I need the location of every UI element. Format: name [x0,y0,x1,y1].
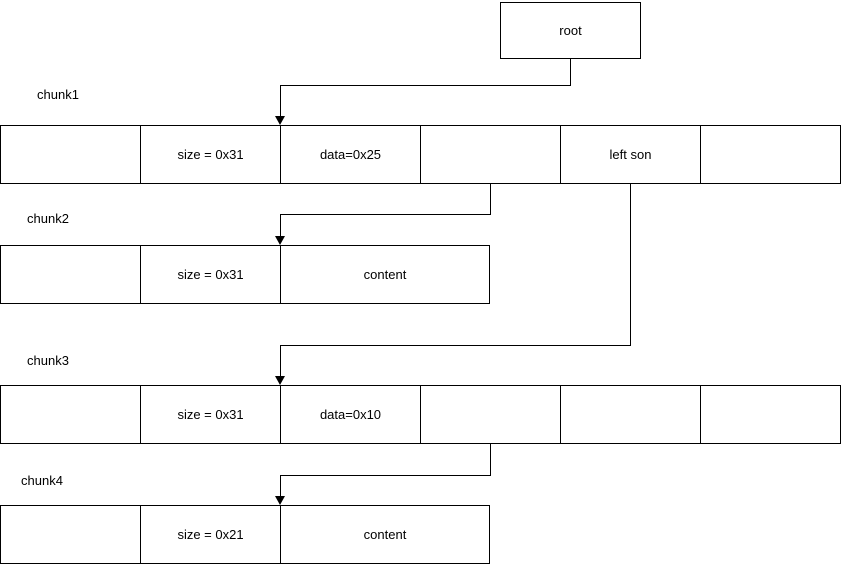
root-node-label: root [559,23,582,38]
chunk2-size-cell: size = 0x31 [141,246,281,303]
chunk4-content-cell: content [363,527,407,542]
chunk3-label: chunk3 [27,353,69,368]
chunk2-cell-0 [1,246,141,303]
root-to-chunk1-arrowhead [275,116,285,125]
leftson-to-chunk3-connector-tail [280,345,281,376]
chunk4-label: chunk4 [21,473,63,488]
chunk1-row: size = 0x31 data=0x25 left son [0,125,841,184]
leftson-to-chunk3-arrowhead [275,376,285,385]
chunk3-data-cell: data=0x10 [281,386,421,443]
chunk1-label: chunk1 [37,87,79,102]
chunk1-to-chunk2-connector-tail [280,214,281,236]
chunk1-size-cell: size = 0x31 [141,126,281,183]
chunk4-row: size = 0x21 content [0,505,490,564]
chunk1-leftson-cell: left son [561,126,701,183]
chunk2-content-cell: content [363,267,407,282]
chunk4-size-cell: size = 0x21 [141,506,281,563]
chunk1-to-chunk2-connector-run [280,214,491,215]
chunk1-cell-5 [701,126,840,183]
chunk3-to-chunk4-arrowhead [275,496,285,505]
root-to-chunk1-connector-run [280,85,571,86]
chunk1-to-chunk2-arrowhead [275,236,285,245]
chunk3-cell-4 [561,386,701,443]
chunk3-size-cell: size = 0x31 [141,386,281,443]
root-node: root [500,2,641,59]
chunk3-cell-3 [421,386,561,443]
chunk3-row: size = 0x31 data=0x10 [0,385,841,444]
chunk2-label: chunk2 [27,211,69,226]
chunk1-to-chunk2-connector-drop [490,184,491,215]
chunk3-cell-5 [701,386,840,443]
leftson-to-chunk3-connector-drop [630,184,631,346]
chunk1-cell-3 [421,126,561,183]
chunk3-to-chunk4-connector-tail [280,475,281,496]
leftson-to-chunk3-connector-run [280,345,631,346]
chunk2-row: size = 0x31 content [0,245,490,304]
chunk1-data-cell: data=0x25 [281,126,421,183]
chunk4-cell-0 [1,506,141,563]
chunk1-cell-0 [1,126,141,183]
root-to-chunk1-connector-drop [570,59,571,86]
chunk3-to-chunk4-connector-drop [490,444,491,476]
root-to-chunk1-connector-tail [280,85,281,116]
chunk3-cell-0 [1,386,141,443]
chunk3-to-chunk4-connector-run [280,475,491,476]
